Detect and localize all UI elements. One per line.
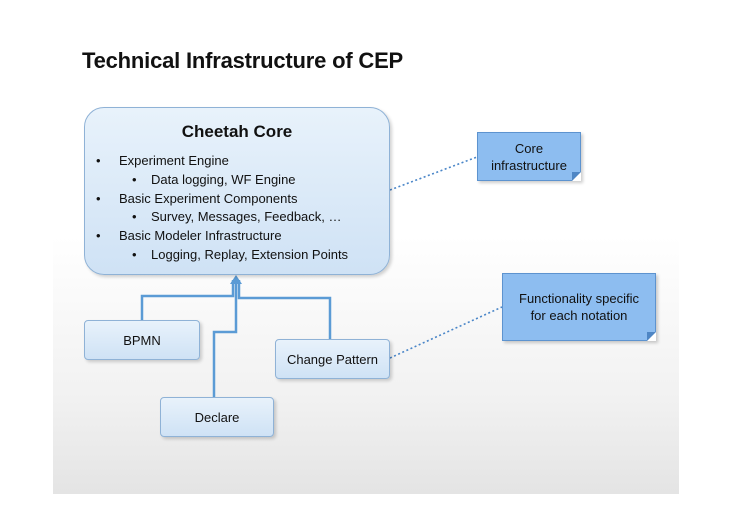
bpmn-box: BPMN [84, 320, 200, 360]
list-item: Experiment Engine [96, 152, 383, 171]
change-pattern-box: Change Pattern [275, 339, 390, 379]
arrowhead-icon [230, 275, 242, 284]
cheetah-core-box: Cheetah Core Experiment Engine Data logg… [84, 107, 390, 275]
functionality-note: Functionality specific for each notation [502, 273, 656, 341]
folded-corner-icon [572, 172, 581, 181]
note-line: Functionality specific [519, 291, 639, 306]
note-line: for each notation [530, 308, 628, 323]
change-pattern-connector [237, 280, 332, 339]
func-note-dotted-link [389, 306, 503, 359]
list-item: Basic Modeler Infrastructure [96, 227, 383, 246]
folded-corner-icon [647, 332, 656, 341]
list-item: Logging, Replay, Extension Points [97, 246, 383, 265]
list-item: Basic Experiment Components [96, 190, 383, 209]
bpmn-connector [140, 280, 235, 320]
list-item: Survey, Messages, Feedback, … [97, 208, 383, 227]
note-line: infrastructure [491, 157, 567, 173]
declare-box: Declare [160, 397, 274, 437]
core-note-dotted-link [389, 156, 478, 191]
declare-connector [212, 280, 238, 397]
core-infrastructure-note: Core infrastructure [477, 132, 581, 181]
note-line: Core [514, 140, 544, 156]
core-feature-list: Experiment Engine Data logging, WF Engin… [96, 152, 383, 265]
slide-title: Technical Infrastructure of CEP [82, 48, 404, 73]
cheetah-core-title: Cheetah Core [181, 122, 293, 141]
list-item: Data logging, WF Engine [97, 171, 383, 190]
